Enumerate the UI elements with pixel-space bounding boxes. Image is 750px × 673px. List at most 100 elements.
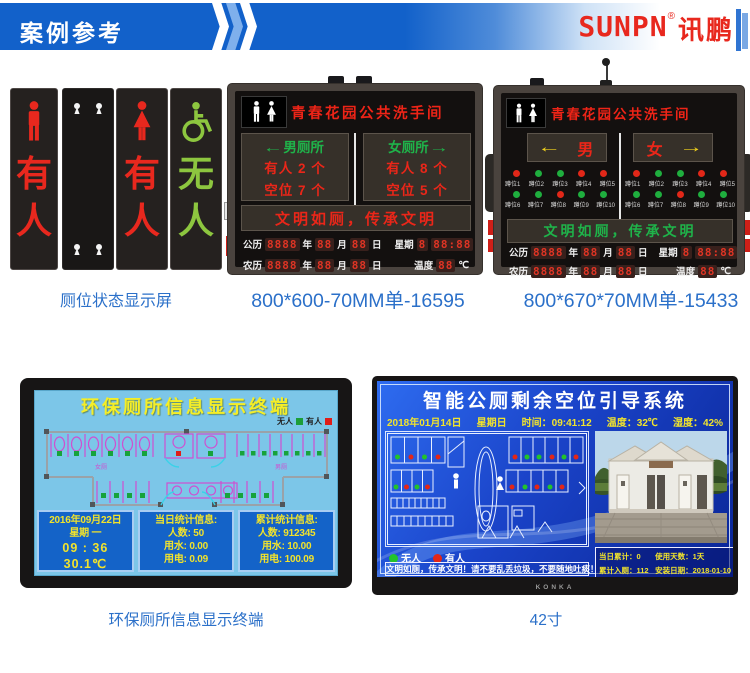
date-text: 2016年09月22日	[49, 515, 122, 526]
temp-label: 温度	[676, 267, 696, 278]
month-label: 月	[337, 261, 347, 272]
legend-vacant: 无人	[389, 550, 421, 565]
stall-led	[633, 191, 640, 198]
side-red-strip	[743, 239, 750, 252]
stall-label: 蹲位6	[505, 203, 521, 209]
stall-label: 蹲位4	[575, 182, 592, 188]
floorplan-graphic	[387, 433, 587, 545]
stats-panels: 2016年09月22日 星期 一 09 : 36 30.1℃ 当日统计信息: 人…	[37, 510, 336, 572]
stall-led	[556, 191, 564, 198]
stall-label: 蹲位2	[648, 182, 664, 188]
right-arrow-icon: →	[429, 139, 450, 155]
female-icon	[117, 101, 167, 143]
brand-logo: SUNPN ® 讯鹏	[578, 10, 734, 47]
legend-vacant-swatch	[389, 554, 398, 563]
datetime-panel: 2016年09月22日 星期 一 09 : 36 30.1℃	[37, 510, 134, 572]
status-strip-female: 有人	[116, 88, 168, 270]
legend-vacant-label: 无人	[401, 554, 421, 565]
week-label: 星期	[658, 248, 678, 259]
stall-led	[534, 170, 542, 177]
time-digits: 88:88	[431, 237, 474, 251]
civility-message: 文明如厕，传承文明！请不要乱丢垃圾，不要随地吐痰！	[385, 562, 599, 576]
status-strip-blank	[62, 88, 114, 270]
men-name: 男	[577, 141, 594, 159]
stall-label: 蹲位5	[599, 182, 615, 188]
led-banner: 文明如厕，传承文明	[241, 205, 471, 231]
stat-row: 人数: 912345	[257, 528, 316, 539]
year-label: 年	[568, 267, 579, 278]
men-section: ← 男厕所 有人 2 个 空位 7 个	[241, 133, 349, 201]
stat-row: 用电: 0.09	[164, 554, 208, 565]
date-text: 2018年01月14日	[387, 418, 462, 429]
temp-digits: 88	[698, 264, 718, 278]
stall-led	[676, 170, 684, 177]
stat-row: 用水: 10.00	[262, 541, 312, 552]
stall-led	[600, 170, 607, 177]
info-row: 2018年01月14日 星期日 时间：09:41:12 温度：32℃ 湿度：42…	[387, 414, 723, 429]
stall-led	[600, 191, 607, 198]
caption-monitor-a[interactable]: 环保厕所信息显示终端	[108, 612, 264, 629]
side-red-strip	[488, 220, 495, 235]
mount-tab	[328, 76, 344, 86]
caption-led-panel-b[interactable]: 800*670*70MM单-15433	[523, 290, 739, 312]
men-vacant: 空位 7 个	[264, 182, 326, 198]
led-title: 青春花园公共洗手间	[551, 107, 691, 122]
panel-title: 当日统计信息:	[155, 515, 217, 526]
monitor-guidance-tv: 智能公厕剩余空位引导系统 2018年01月14日 星期日 时间：09:41:12…	[372, 376, 738, 595]
day-digits: 88	[349, 237, 370, 251]
month-label: 月	[603, 248, 613, 259]
women-section: 女厕所 → 有人 8 个 空位 5 个	[363, 133, 471, 201]
week-digit: 8	[680, 245, 693, 259]
stall-label: 蹲位2	[528, 182, 544, 188]
day-digits: 88	[615, 245, 636, 259]
month-label: 月	[603, 267, 613, 278]
screen-title: 智能公厕剩余空位引导系统	[422, 391, 687, 412]
stall-led	[676, 191, 684, 198]
stall-label: 蹲位7	[647, 203, 664, 209]
right-arrow-icon: →	[679, 138, 704, 156]
month-digits: 88	[581, 245, 601, 259]
side-red-strip	[488, 239, 495, 252]
today-stats-panel: 当日统计信息: 人数: 50 用水: 0.00 用电: 0.09	[137, 510, 235, 572]
male-female-icon	[506, 98, 546, 128]
stall-label: 蹲位10	[716, 203, 735, 209]
stall-label: 蹲位4	[695, 182, 712, 188]
page-title: 案例参考	[20, 20, 124, 46]
stall-led	[720, 170, 727, 177]
led-banner: 文明如厕，传承文明	[507, 219, 733, 243]
side-red-strip	[743, 220, 750, 235]
day-digits: 88	[615, 264, 636, 278]
keyhole-icons	[74, 103, 102, 255]
stall-label: 蹲位5	[719, 182, 735, 188]
occupancy-legend: 无人 有人	[389, 550, 465, 565]
caption-monitor-b[interactable]: 42寸	[529, 612, 563, 629]
days-used: 使用天数：1天	[655, 551, 705, 561]
temp-label: 温度	[414, 261, 434, 272]
monitor-screen: 智能公厕剩余空位引导系统 2018年01月14日 星期日 时间：09:41:12…	[377, 381, 733, 577]
edge-bar-dark	[736, 9, 741, 51]
total-count: 累计入厕：112	[599, 565, 649, 575]
stall-led	[633, 170, 640, 177]
caption-status-board[interactable]: 厕位状态显示屏	[59, 293, 172, 310]
male-icon	[11, 101, 57, 143]
left-arrow-icon: ←	[262, 139, 283, 155]
caption-led-panel-a[interactable]: 800*600-70MM单-16595	[251, 290, 465, 312]
day-digits: 88	[349, 258, 370, 272]
stall-label: 蹲位6	[625, 203, 641, 209]
day-label: 日	[372, 240, 382, 251]
screen-title: 环保厕所信息显示终端	[81, 397, 291, 417]
women-header: 女厕所 →	[388, 136, 450, 156]
legend-occupied: 有人	[433, 550, 465, 565]
stall-label: 蹲位7	[527, 203, 544, 209]
stall-led	[654, 170, 662, 177]
chevron-gap-2	[240, 3, 257, 50]
led-screen: 青春花园公共洗手间 ← 男厕所 有人 2 个 空位 7 个 女厕所 → 有人 8…	[235, 91, 475, 272]
chevron-gap-1	[212, 3, 229, 50]
year-label: 年	[568, 248, 579, 259]
men-sign: ← 男	[527, 133, 607, 162]
antenna	[606, 62, 608, 86]
